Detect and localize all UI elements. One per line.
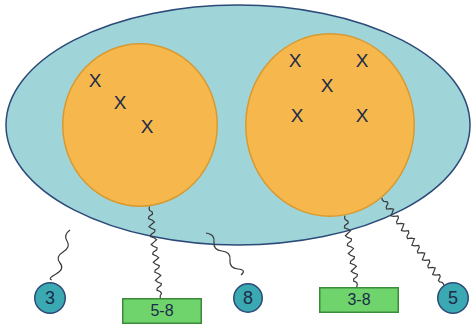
chromosome-mark: X <box>114 93 127 112</box>
callout-circle-fill <box>438 283 469 314</box>
callout-circle-fill <box>35 283 66 314</box>
chromosome-mark: X <box>89 71 102 90</box>
orange-ellipse-outline <box>245 33 415 217</box>
range-box-fill <box>123 299 202 324</box>
wavy-leader <box>50 230 70 280</box>
wavy-line <box>149 206 162 298</box>
outer-ellipse <box>6 5 470 245</box>
chromosome-mark: X <box>289 51 302 70</box>
callout-number: 8 <box>243 289 253 307</box>
callout-number: 5-8 <box>150 303 173 319</box>
callout-circle-fill <box>234 284 263 313</box>
chromosome-mark: X <box>356 51 369 70</box>
range-box-fill <box>320 288 399 313</box>
chromosome-mark: X <box>356 106 369 125</box>
chromosome-mark: X <box>141 117 154 136</box>
orange-ellipse: XXX <box>62 43 218 207</box>
range-box: 3-8 <box>319 287 399 313</box>
callout-number: 3-8 <box>347 292 370 308</box>
wavy-leader <box>206 233 243 275</box>
range-box: 5-8 <box>122 298 202 324</box>
orange-ellipse-fill <box>246 34 415 217</box>
wavy-line <box>344 216 357 287</box>
chromosome-mark: X <box>291 106 304 125</box>
wavy-connector <box>149 206 162 298</box>
orange-ellipse-fill <box>63 44 218 207</box>
orange-ellipse: XXXXX <box>245 33 415 217</box>
wavy-connector <box>344 216 357 287</box>
wavy-connector <box>382 198 444 285</box>
wavy-line <box>382 198 444 285</box>
orange-ellipse-outline <box>62 43 218 207</box>
callout-number: 5 <box>448 289 458 307</box>
chromosome-mark: X <box>321 76 334 95</box>
callout-circle: 3 <box>34 282 66 314</box>
callout-number: 3 <box>45 289 55 307</box>
callout-circle: 8 <box>233 283 263 313</box>
callout-circle: 5 <box>437 282 469 314</box>
